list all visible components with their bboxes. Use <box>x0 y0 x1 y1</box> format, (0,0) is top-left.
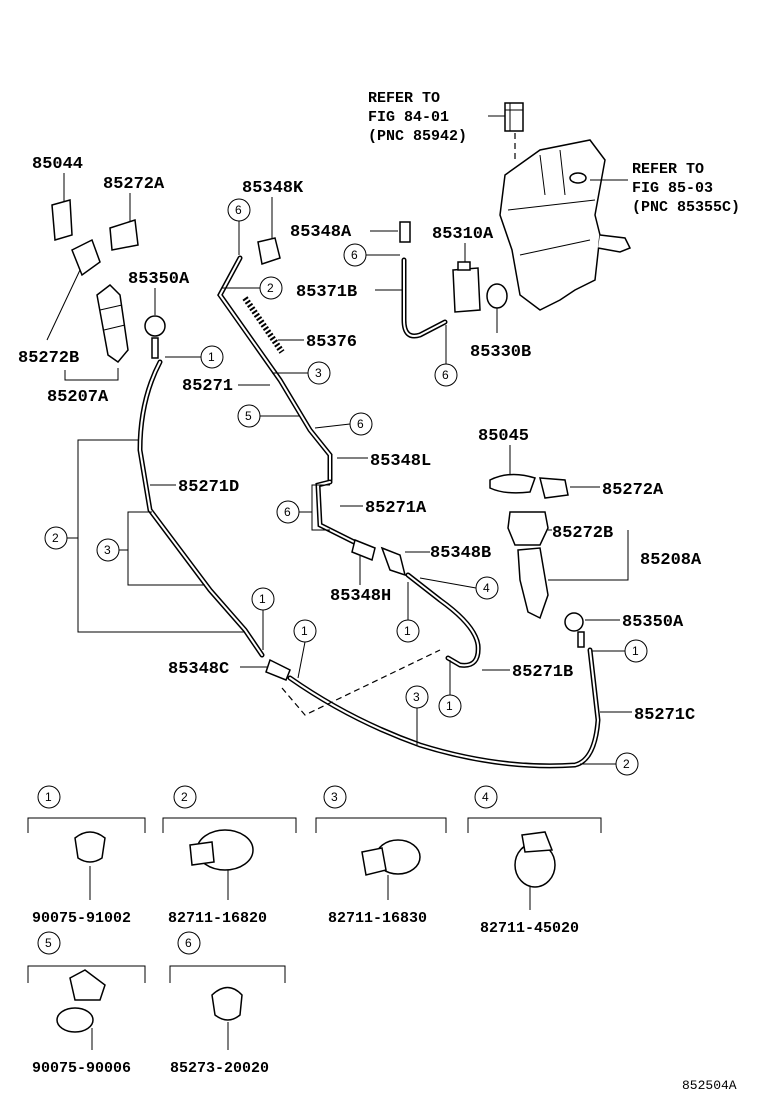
svg-text:3: 3 <box>331 790 338 804</box>
label-85350A-left: 85350A <box>128 270 190 289</box>
ref-fig84-line2: FIG 84-01 <box>368 109 449 126</box>
label-85272B-left: 85272B <box>18 349 79 368</box>
svg-text:5: 5 <box>245 409 252 423</box>
legend-item-4: 4 82711-45020 <box>468 786 601 937</box>
ref-fig84-line3: (PNC 85942) <box>368 128 467 145</box>
part-85272A-top-shape <box>110 220 138 250</box>
label-85330B: 85330B <box>470 343 531 362</box>
label-85371B: 85371B <box>296 283 357 302</box>
svg-text:6: 6 <box>351 248 358 262</box>
connector-85348H-shape <box>352 540 375 560</box>
legend-item-2: 2 82711-16820 <box>163 786 296 927</box>
label-85271D: 85271D <box>178 478 239 497</box>
legend-part-5: 90075-90006 <box>32 1060 131 1077</box>
svg-text:5: 5 <box>45 936 52 950</box>
ref-fig85-line2: FIG 85-03 <box>632 180 713 197</box>
clip-85272B-right-shape <box>508 512 548 545</box>
label-85207A: 85207A <box>47 388 109 407</box>
svg-text:1: 1 <box>446 699 453 713</box>
legend-part-2: 82711-16820 <box>168 910 267 927</box>
label-85348H: 85348H <box>330 587 391 606</box>
part-85348A-shape <box>400 222 410 242</box>
part-85330B-shape <box>487 284 507 308</box>
label-85348A: 85348A <box>290 223 352 242</box>
label-85271C: 85271C <box>634 706 695 725</box>
washer-cap-part <box>488 103 523 160</box>
label-85348C: 85348C <box>168 660 229 679</box>
svg-text:6: 6 <box>185 936 192 950</box>
svg-text:6: 6 <box>235 203 242 217</box>
legend-part-3: 82711-16830 <box>328 910 427 927</box>
svg-text:1: 1 <box>632 644 639 658</box>
nozzle-85208A-shape <box>518 548 548 618</box>
part-85350A-left-shape <box>145 316 165 336</box>
label-85272B-right: 85272B <box>552 524 613 543</box>
svg-text:2: 2 <box>267 281 274 295</box>
label-85271A: 85271A <box>365 499 427 518</box>
svg-text:1: 1 <box>259 592 266 606</box>
label-85271B: 85271B <box>512 663 573 682</box>
ref-fig85-line1: REFER TO <box>632 161 704 178</box>
svg-text:4: 4 <box>483 581 490 595</box>
label-85310A: 85310A <box>432 225 494 244</box>
part-85045-shape <box>490 474 535 492</box>
svg-text:3: 3 <box>104 543 111 557</box>
label-85350A-right: 85350A <box>622 613 684 632</box>
label-85045: 85045 <box>478 427 529 446</box>
part-85272B-left-shape <box>72 240 100 275</box>
washer-pump-85310A-shape <box>453 262 480 312</box>
connector-85348B-shape <box>382 548 405 575</box>
label-85376: 85376 <box>306 333 357 352</box>
svg-text:4: 4 <box>482 790 489 804</box>
figure-code: 852504A <box>682 1078 737 1093</box>
ref-fig85-line3: (PNC 85355C) <box>632 199 740 216</box>
legend-part-1: 90075-91002 <box>32 910 131 927</box>
label-85272A-right: 85272A <box>602 481 664 500</box>
part-85044-shape <box>52 200 72 240</box>
part-85348K-shape <box>258 238 280 264</box>
svg-text:3: 3 <box>315 366 322 380</box>
svg-text:6: 6 <box>357 417 364 431</box>
part-85376-shape <box>245 298 282 352</box>
legend-item-3: 3 82711-16830 <box>316 786 446 927</box>
legend-part-6: 85273-20020 <box>170 1060 269 1077</box>
label-85208A: 85208A <box>640 551 702 570</box>
legend-item-1: 1 90075-91002 <box>28 786 145 927</box>
svg-text:1: 1 <box>45 790 52 804</box>
part-85272A-right-shape <box>540 478 568 498</box>
svg-text:1: 1 <box>404 624 411 638</box>
svg-text:2: 2 <box>623 757 630 771</box>
ref-fig84-line1: REFER TO <box>368 90 440 107</box>
svg-text:2: 2 <box>181 790 188 804</box>
ref-fig-84: REFER TO FIG 84-01 (PNC 85942) <box>368 90 467 145</box>
label-85348L: 85348L <box>370 452 431 471</box>
part-85350A-right-shape <box>565 613 583 631</box>
label-85272A-top: 85272A <box>103 175 165 194</box>
washer-tank-part <box>500 140 630 310</box>
svg-text:6: 6 <box>284 505 291 519</box>
legend-part-4: 82711-45020 <box>480 920 579 937</box>
ref-fig-85: REFER TO FIG 85-03 (PNC 85355C) <box>632 161 740 216</box>
label-85348B: 85348B <box>430 544 491 563</box>
nozzle-85207A-shape <box>97 285 128 362</box>
label-85044: 85044 <box>32 155 83 174</box>
legend-item-6: 6 85273-20020 <box>170 932 285 1077</box>
legend-item-5: 5 90075-90006 <box>28 932 145 1077</box>
label-85348K: 85348K <box>242 179 304 198</box>
svg-text:1: 1 <box>301 624 308 638</box>
svg-text:1: 1 <box>208 350 215 364</box>
svg-text:6: 6 <box>442 368 449 382</box>
svg-text:3: 3 <box>413 690 420 704</box>
part-85348C-shape <box>266 660 290 680</box>
svg-text:2: 2 <box>52 531 59 545</box>
label-85271: 85271 <box>182 377 233 396</box>
